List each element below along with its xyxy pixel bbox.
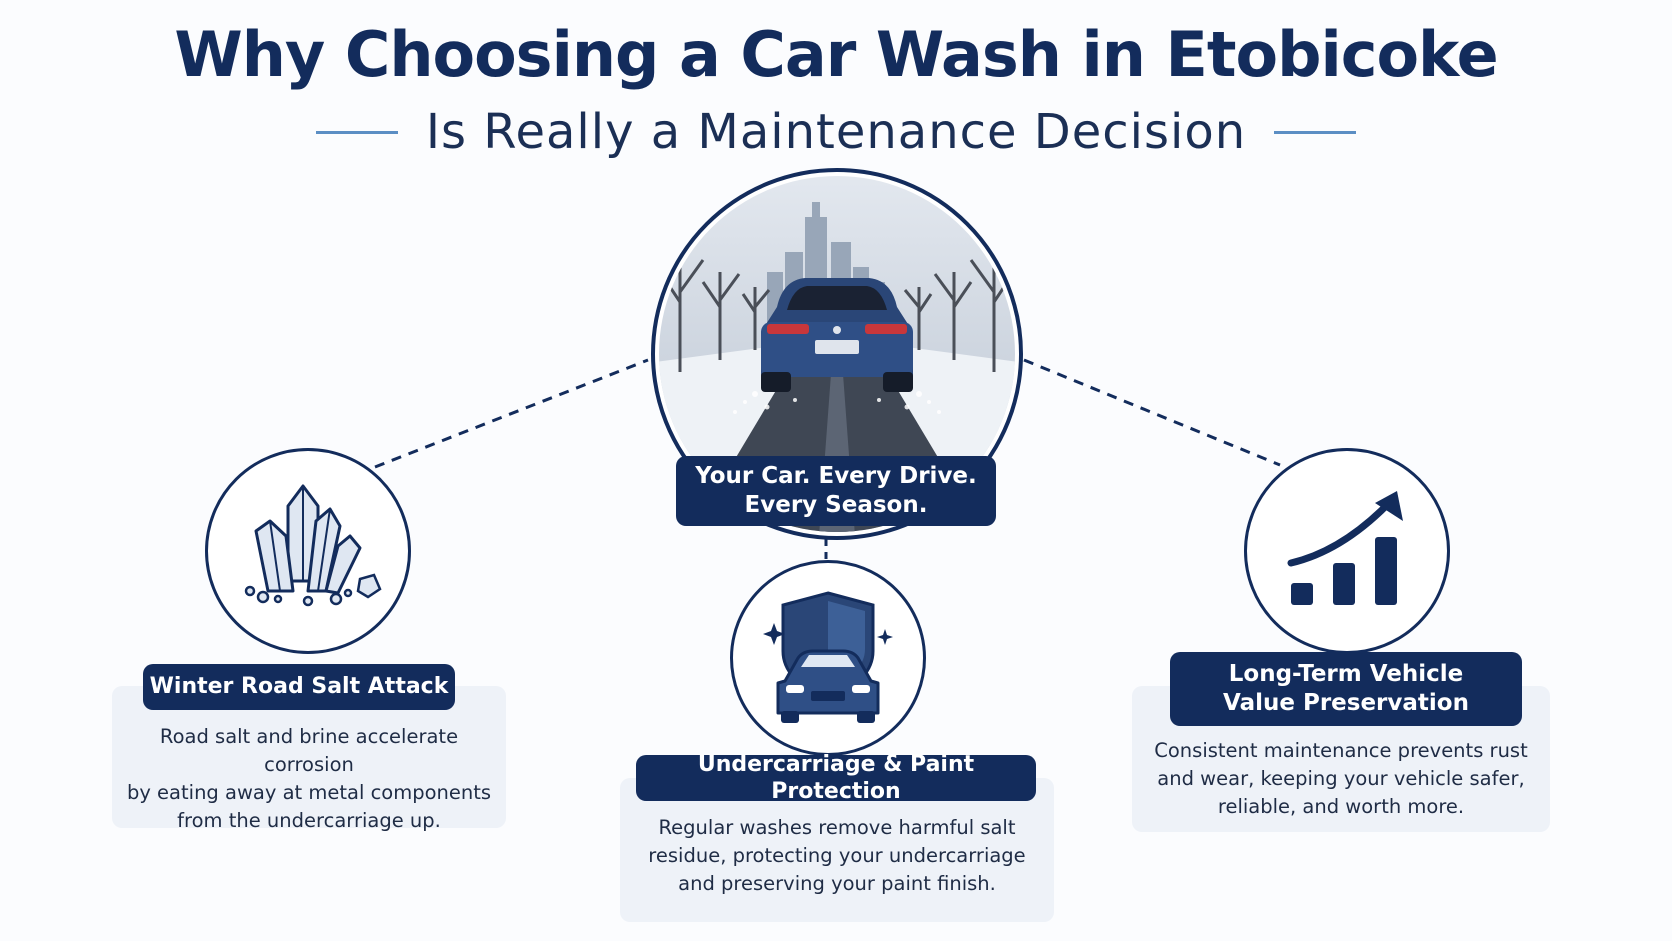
feature-title-protection: Undercarriage & Paint Protection: [636, 752, 1036, 804]
feature-desc-line: by eating away at metal components: [126, 781, 492, 804]
feature-title-value: Long-Term Vehicle Value Preservation: [1170, 652, 1522, 726]
feature-desc-line: Consistent maintenance prevents rust: [1154, 739, 1528, 762]
feature-desc-line: and preserving your paint finish.: [678, 872, 996, 895]
connector-right: [1023, 358, 1281, 467]
feature-title-value-line2: Value Preservation: [1223, 690, 1469, 716]
subtitle-row: Is Really a Maintenance Decision: [0, 100, 1672, 164]
connector-left: [374, 358, 649, 469]
feature-card-protection: Regular washes remove harmful salt resid…: [620, 778, 1054, 922]
subtitle-rule-right: [1274, 130, 1357, 134]
feature-desc-line: and wear, keeping your vehicle safer,: [1157, 767, 1525, 790]
hero-caption-line2: Every Season.: [744, 492, 928, 518]
feature-title-value-line1: Long-Term Vehicle: [1228, 661, 1464, 688]
hero-caption-line1: Your Car. Every Drive.: [695, 463, 977, 490]
feature-desc-line: Regular washes remove harmful salt: [658, 816, 1016, 839]
protection-icon-circle: [730, 560, 926, 756]
salt-crystals-icon: [244, 484, 382, 607]
salt-icon-circle: [205, 448, 411, 654]
car-rear-icon: [761, 278, 913, 392]
page-title: Why Choosing a Car Wash in Etobicoke: [174, 18, 1498, 91]
subtitle-rule-left: [315, 130, 398, 134]
page-subtitle: Is Really a Maintenance Decision: [425, 104, 1247, 160]
feature-desc-line: from the undercarriage up.: [177, 809, 441, 832]
growth-chart-icon: [1287, 491, 1403, 605]
feature-title-salt: Winter Road Salt Attack: [143, 664, 455, 710]
value-icon-circle: [1244, 448, 1450, 654]
feature-desc-line: Road salt and brine accelerate corrosion: [159, 725, 459, 776]
hero-caption: Your Car. Every Drive. Every Season.: [676, 456, 996, 526]
car-shield-icon: [763, 591, 893, 723]
feature-desc-line: residue, protecting your undercarriage: [648, 844, 1026, 867]
feature-desc-line: reliable, and worth more.: [1217, 795, 1465, 818]
